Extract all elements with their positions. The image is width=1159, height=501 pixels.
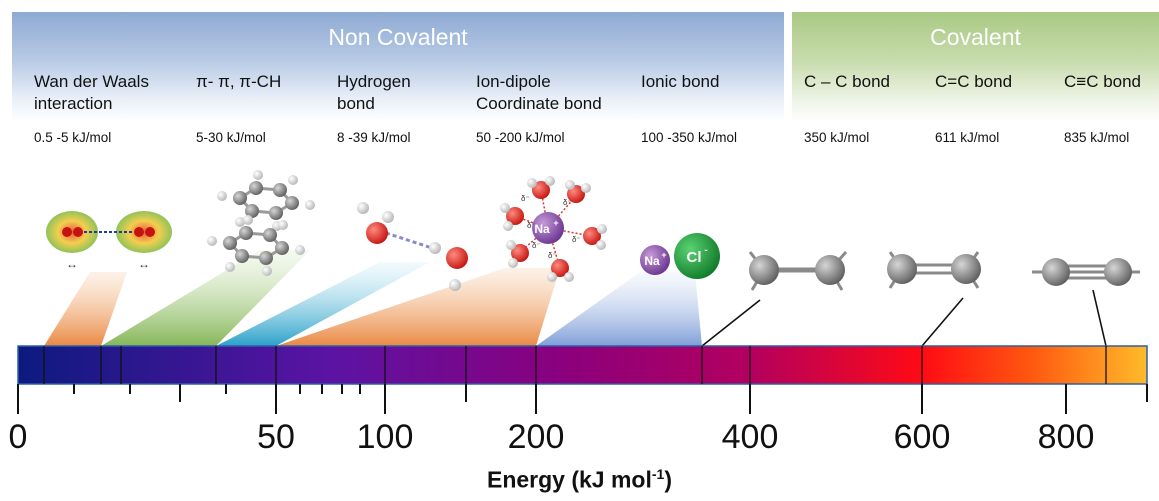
vdw-label-line2: interaction — [34, 94, 113, 113]
water-molecules — [500, 176, 607, 282]
svg-text:↔: ↔ — [138, 257, 150, 271]
non-covalent-title: Non Covalent — [328, 24, 468, 50]
hydrogen-bond-label-line1: Hydrogen — [337, 72, 411, 91]
pi-pi-projection — [101, 250, 310, 346]
axis-ticks — [17, 384, 1148, 414]
svg-text:↔: ↔ — [66, 257, 78, 271]
svg-text:δ⁻: δ⁻ — [572, 235, 581, 244]
pi-pi-label: π- π, π-CH — [196, 72, 282, 91]
c-double-c-bond-label: C=C bond — [935, 72, 1013, 91]
svg-text:δ⁻: δ⁻ — [527, 221, 536, 230]
vdw-molecule-illustration: ↔ ↔ — [46, 211, 172, 271]
hydrated-na-charge: + — [553, 218, 558, 228]
hydrogen-bond-projection — [216, 262, 430, 346]
ethene-illustration — [887, 251, 981, 289]
hydrated-na-label: Na — [534, 222, 550, 236]
vdw-energy: 0.5 -5 kJ/mol — [34, 130, 112, 145]
sodium-hydration-illustration: Na + δ⁻ δ⁻ δ⁻ δ⁻ δ⁻ δ⁻ — [500, 176, 607, 282]
c-triple-c-pointer-line — [1092, 289, 1107, 347]
c-c-bond-energy: 350 kJ/mol — [804, 130, 870, 145]
hydrogen-bond-energy: 8 -39 kJ/mol — [337, 130, 411, 145]
cl-charge: - — [704, 245, 707, 256]
svg-text:δ⁻: δ⁻ — [521, 194, 530, 203]
partial-charge-labels: δ⁻ δ⁻ δ⁻ δ⁻ δ⁻ δ⁻ — [521, 194, 581, 260]
tick-label-600: 600 — [893, 418, 951, 456]
tick-label-800: 800 — [1037, 418, 1095, 456]
c-double-c-pointer-line — [921, 297, 964, 347]
c-double-c-bond-energy: 611 kJ/mol — [935, 130, 1000, 145]
bar-dividers — [43, 346, 1107, 384]
na-charge: + — [661, 250, 666, 260]
benzene-stack-illustration — [207, 170, 315, 276]
covalent-title: Covalent — [930, 24, 1021, 50]
ethyne-illustration — [1032, 258, 1140, 286]
ion-dipole-projection — [276, 268, 560, 346]
ion-dipole-label: Ion-dipole — [476, 72, 551, 91]
tick-label-50: 50 — [257, 418, 295, 456]
svg-text:δ⁻: δ⁻ — [548, 251, 557, 260]
ion-dipole-energy: 50 -200 kJ/mol — [476, 130, 565, 145]
c-c-pointer-line — [701, 299, 761, 347]
tick-label-200: 200 — [507, 418, 565, 456]
c-c-bond-label: C – C bond — [804, 72, 890, 91]
tick-label-100: 100 — [356, 418, 414, 456]
na-label: Na — [644, 254, 660, 268]
sodium-chloride-illustration: Na + Cl - — [640, 233, 720, 279]
hydrogen-bond-label-line2: bond — [337, 94, 375, 113]
ionic-bond-label: Ionic bond — [641, 72, 720, 91]
covalent-band: Covalent — [792, 12, 1159, 122]
ethane-illustration — [748, 251, 848, 291]
vdw-projection — [44, 272, 127, 346]
ionic-bond-projection — [536, 272, 702, 346]
tick-label-400: 400 — [721, 418, 779, 456]
cl-label: Cl — [687, 249, 702, 266]
non-covalent-band: Non Covalent — [12, 12, 784, 122]
water-dimer-illustration — [357, 202, 468, 291]
coordinate-bond-label: Coordinate bond — [476, 94, 602, 113]
svg-text:δ⁻: δ⁻ — [563, 198, 572, 207]
tick-label-0: 0 — [8, 418, 28, 456]
vdw-label-line1: Wan der Waals — [34, 72, 149, 91]
c-triple-c-bond-label: C≡C bond — [1064, 72, 1142, 91]
pi-pi-energy: 5-30 kJ/mol — [196, 130, 266, 145]
ionic-bond-energy: 100 -350 kJ/mol — [641, 130, 738, 145]
energy-gradient-bar — [17, 345, 1148, 385]
svg-text:δ⁻: δ⁻ — [532, 241, 541, 250]
c-triple-c-bond-energy: 835 kJ/mol — [1064, 130, 1130, 145]
axis-title: Energy (kJ mol-1) — [486, 466, 672, 493]
